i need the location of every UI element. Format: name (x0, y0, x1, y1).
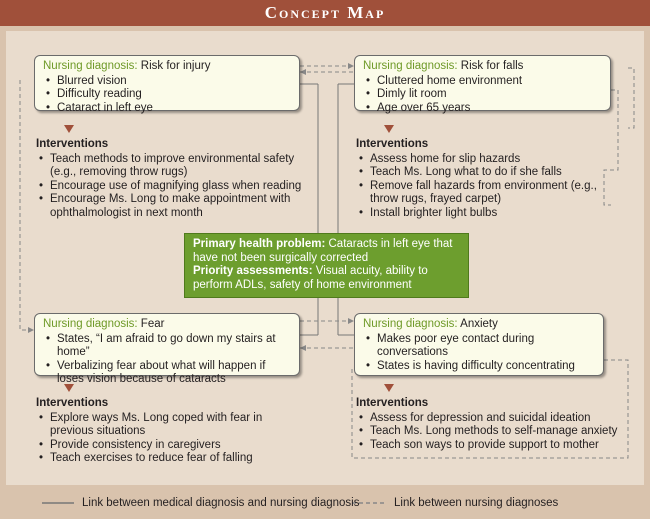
list-item: Remove fall hazards from environment (e.… (359, 180, 616, 207)
diagnosis-list: Blurred vision Difficulty reading Catara… (43, 75, 291, 116)
concept-map-banner: Concept Map (0, 0, 650, 26)
diagnosis-heading: Nursing diagnosis: Risk for falls (363, 60, 524, 72)
interventions-list: Assess home for slip hazards Teach Ms. L… (356, 153, 616, 221)
diagnosis-box-risk-for-injury: Nursing diagnosis: Risk for injury Blurr… (34, 55, 300, 115)
interventions-list: Teach methods to improve environmental s… (36, 153, 306, 221)
list-item: Blurred vision (46, 75, 291, 89)
interventions-heading: Interventions (36, 138, 109, 150)
page-title: Concept Map (264, 3, 386, 22)
primary-health-problem-box: Primary health problem: Cataracts in lef… (184, 233, 469, 298)
down-arrow-icon (64, 384, 74, 392)
list-item: Encourage use of magnifying glass when r… (39, 180, 306, 194)
diagnosis-box-risk-for-falls: Nursing diagnosis: Risk for falls Clutte… (354, 55, 611, 115)
interventions-anxiety: Interventions Assess for depression and … (356, 397, 624, 452)
list-item: Assess for depression and suicidal ideat… (359, 412, 624, 426)
list-item: States is having difficulty concentratin… (366, 360, 595, 374)
interventions-fear: Interventions Explore ways Ms. Long cope… (36, 397, 306, 466)
list-item: Explore ways Ms. Long coped with fear in… (39, 412, 306, 439)
priority-assessments: Priority assessments: Visual acuity, abi… (193, 265, 428, 291)
list-item: Provide consistency in caregivers (39, 439, 306, 453)
down-arrow-icon (64, 125, 74, 133)
diagnosis-heading: Nursing diagnosis: Anxiety (363, 318, 498, 330)
interventions-risk-for-injury: Interventions Teach methods to improve e… (36, 138, 306, 220)
interventions-heading: Interventions (356, 397, 429, 409)
list-item: Cataract in left eye (46, 102, 291, 116)
diagnosis-list: Makes poor eye contact during conversati… (363, 333, 595, 374)
list-item: Install brighter light bulbs (359, 207, 616, 221)
interventions-list: Explore ways Ms. Long coped with fear in… (36, 412, 306, 466)
interventions-heading: Interventions (356, 138, 429, 150)
diagnosis-heading: Nursing diagnosis: Fear (43, 318, 165, 330)
list-item: Age over 65 years (366, 102, 602, 116)
diagnosis-box-anxiety: Nursing diagnosis: Anxiety Makes poor ey… (354, 313, 604, 376)
diagnosis-heading: Nursing diagnosis: Risk for injury (43, 60, 211, 72)
list-item: Teach methods to improve environmental s… (39, 153, 306, 180)
list-item: States, “I am afraid to go down my stair… (46, 333, 291, 360)
list-item: Difficulty reading (46, 88, 291, 102)
primary-problem: Primary health problem: Cataracts in lef… (193, 238, 453, 264)
list-item: Verbalizing fear about what will happen … (46, 360, 291, 387)
legend-dashed-label: Link between nursing diagnoses (394, 497, 559, 509)
list-item: Encourage Ms. Long to make appointment w… (39, 193, 306, 220)
list-item: Cluttered home environment (366, 75, 602, 89)
legend-solid-label: Link between medical diagnosis and nursi… (82, 497, 360, 509)
diagnosis-box-fear: Nursing diagnosis: Fear States, “I am af… (34, 313, 300, 385)
down-arrow-icon (384, 125, 394, 133)
list-item: Dimly lit room (366, 88, 602, 102)
interventions-list: Assess for depression and suicidal ideat… (356, 412, 624, 453)
down-arrow-icon (384, 384, 394, 392)
list-item: Assess home for slip hazards (359, 153, 616, 167)
diagnosis-list: Cluttered home environment Dimly lit roo… (363, 75, 602, 116)
list-item: Teach Ms. Long methods to self-manage an… (359, 425, 624, 439)
list-item: Makes poor eye contact during conversati… (366, 333, 595, 360)
interventions-risk-for-falls: Interventions Assess home for slip hazar… (356, 138, 616, 220)
list-item: Teach son ways to provide support to mot… (359, 439, 624, 453)
interventions-heading: Interventions (36, 397, 109, 409)
list-item: Teach exercises to reduce fear of fallin… (39, 452, 306, 466)
diagnosis-list: States, “I am afraid to go down my stair… (43, 333, 291, 387)
list-item: Teach Ms. Long what to do if she falls (359, 166, 616, 180)
